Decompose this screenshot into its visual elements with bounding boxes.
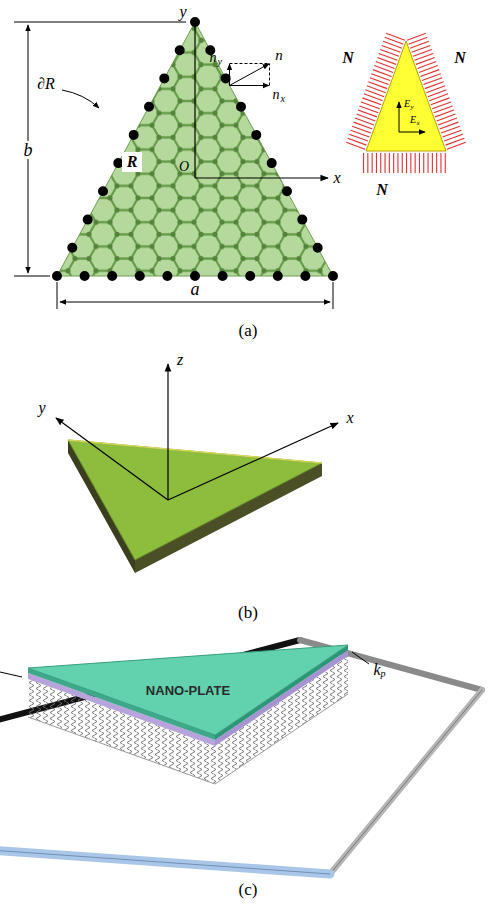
axis-label: x [346,410,353,426]
coordinate-axes [195,18,328,178]
panel-label: (b) [238,604,258,621]
subscript: p [381,669,386,679]
modulus-label: E [410,115,416,125]
coordinate-axes [56,364,338,500]
triangle-outline [365,40,447,152]
load-label: N [454,50,466,66]
plate-label: NANO-PLATE [146,684,230,697]
origin-label: O [179,160,189,174]
in-plane-load [355,36,458,163]
axis-label: y [179,4,186,20]
direction-arrow [399,132,425,133]
boundary-label: ∂R [37,76,55,92]
panel-label: (a) [239,322,258,339]
support-frame [0,640,482,874]
subscript: y [411,104,414,111]
leader-line [0,652,369,677]
triangle-shape [366,41,446,151]
panel-label: (c) [239,881,258,898]
load-label: N [376,182,388,198]
region-label-box: R [122,152,143,172]
subscript: x [281,94,285,104]
dimension-label: a [191,280,200,298]
axis-label: x [333,170,340,186]
plate-3d [68,440,322,573]
load-label: N [342,50,354,66]
direction-arrow [399,102,400,132]
vector-label: n [273,88,280,102]
modulus-label: E [404,99,410,109]
load-triangle: EyEx [365,40,447,152]
vector-label: n [210,51,217,65]
subscript: y [218,57,222,67]
subscript: x [417,120,420,127]
vector-label: n [275,48,283,63]
nano-plate [28,645,348,740]
boundary-leader [62,90,99,108]
dimension-label: b [23,141,34,159]
normal-vector [230,64,270,86]
axis-label: z [177,352,183,368]
dimension-lines [14,22,333,309]
stiffness-label: k [373,662,380,678]
region-label: R [127,154,138,170]
axis-label: y [38,400,45,416]
